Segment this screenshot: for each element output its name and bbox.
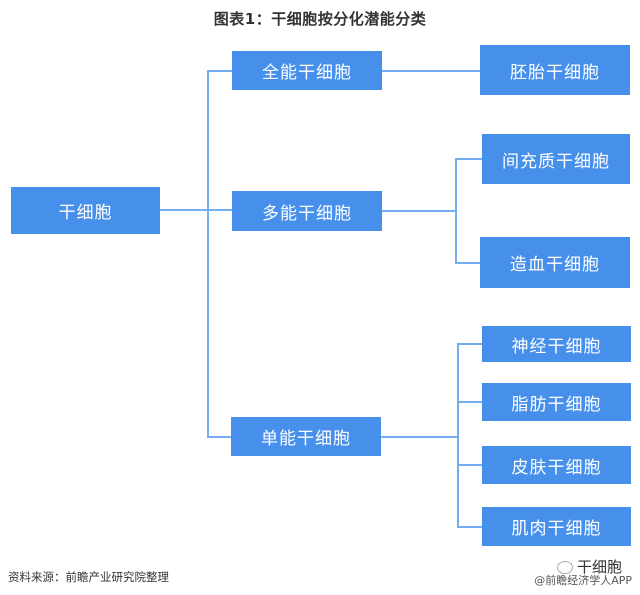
node-neural: 神经干细胞 <box>482 326 631 362</box>
node-mesenchymal: 间充质干细胞 <box>482 134 630 184</box>
watermark-app: @前瞻经济学人APP <box>534 574 632 587</box>
node-muscle: 肌肉干细胞 <box>482 507 631 546</box>
connector-root <box>160 209 232 211</box>
connector-unipotent-bracket <box>457 343 459 528</box>
connector-totipotent <box>382 70 480 72</box>
connector-l1-1 <box>207 70 232 72</box>
node-embryonic: 胚胎干细胞 <box>480 45 630 95</box>
node-pluripotent: 多能干细胞 <box>232 191 382 231</box>
connector-pluripotent-bracket <box>455 158 457 264</box>
connector-muscle <box>457 526 482 528</box>
connector-mesenchymal <box>455 158 482 160</box>
connector-unipotent <box>381 436 458 438</box>
node-skin: 皮肤干细胞 <box>482 446 631 484</box>
node-totipotent: 全能干细胞 <box>232 51 382 90</box>
connector-adipose <box>457 401 482 403</box>
watermark-account: 干细胞 <box>556 556 622 577</box>
node-adipose: 脂肪干细胞 <box>482 383 631 421</box>
node-root: 干细胞 <box>11 187 160 234</box>
node-unipotent: 单能干细胞 <box>231 417 381 456</box>
connector-l1-3 <box>207 436 232 438</box>
connector-hematopoietic <box>455 262 480 264</box>
connector-trunk <box>207 70 209 438</box>
source-note: 资料来源：前瞻产业研究院整理 <box>8 570 169 584</box>
connector-neural <box>457 343 482 345</box>
chart-title: 图表1：干细胞按分化潜能分类 <box>213 10 427 28</box>
connector-skin <box>457 464 482 466</box>
connector-pluripotent <box>382 210 456 212</box>
node-hematopoietic: 造血干细胞 <box>480 237 630 288</box>
watermark-account-label: 干细胞 <box>576 558 622 576</box>
wechat-icon <box>556 561 573 574</box>
